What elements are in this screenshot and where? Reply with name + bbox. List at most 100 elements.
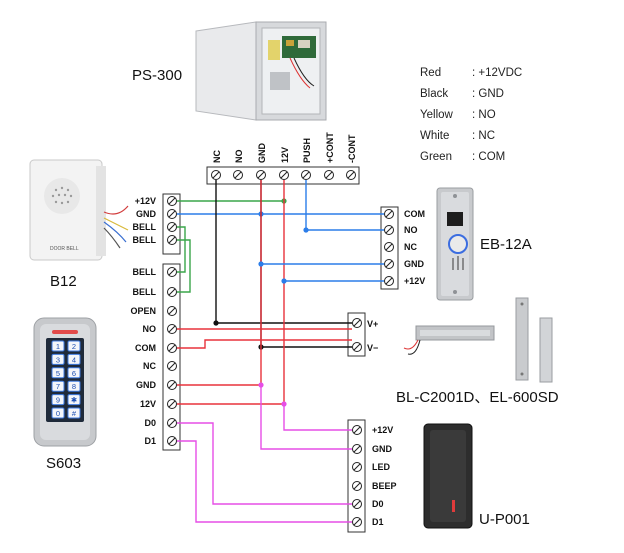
locks-label: BL-C2001D、EL-600SD [396,389,559,406]
wire-junction [303,227,309,233]
keypad-key-label: 5 [56,369,60,378]
psu-terminal-screw [301,170,311,180]
wire-bell-bell-2 [177,239,191,293]
wire-bell-bell-1 [177,226,186,273]
wiring [177,180,384,523]
ps300-label: PS-300 [132,67,182,84]
psu-terminal-label: -CONT [347,134,357,163]
controller-terminal-label: D0 [144,418,156,428]
lock-terminal-block: V+ V− [347,312,378,357]
legend-color-white: White [420,130,449,142]
controller-terminal-label: BELL [133,267,157,277]
keypad-key: # [67,407,81,419]
exit-terminal-screw [384,225,394,235]
bell-terminal-label: BELL [133,235,157,245]
reader-terminal-screw [352,425,362,435]
exit-terminal-screw [384,209,394,219]
wire-ctrl-com [177,339,352,349]
exit-terminal-label: COM [404,209,425,219]
psu-terminal-screw [279,170,289,180]
reader-terminal-screw [352,499,362,509]
ps300-power-supply-image [195,21,327,121]
controller-terminal-screw [167,324,177,334]
reader-terminal-label: +12V [372,425,393,435]
wire-reader-12v [283,404,352,431]
legend-color-red: Red [420,67,441,79]
controller-terminal-label: NC [143,361,156,371]
eb12a-label: EB-12A [480,236,532,253]
up001-label: U-P001 [479,511,530,528]
bell-terminal-label: GND [136,209,157,219]
keypad-key-label: 9 [56,396,60,405]
keypad-key: 9 [51,394,65,406]
psu-terminal-screw [256,170,266,180]
lock-terminal-label: V+ [367,319,378,329]
keypad-key-label: # [72,409,77,418]
keypad-key-label: 3 [56,355,60,364]
keypad-key-label: 1 [56,342,60,351]
lock-terminal-screw [352,342,362,352]
keypad-key-label: ✱ [71,396,78,405]
bell-terminal-screw [167,209,177,219]
exit-terminal-screw [384,276,394,286]
psu-terminal-label: +CONT [325,132,335,163]
controller-terminal-screw [167,267,177,277]
reader-terminal-label: BEEP [372,481,397,491]
exit-terminal-label: +12V [404,276,425,286]
wire-reader-d0 [177,422,352,505]
reader-terminal-screw [352,462,362,472]
controller-terminal-screw [167,436,177,446]
wire-reader-gnd [260,385,352,450]
reader-terminal-label: D1 [372,517,384,527]
keypad-key: 1 [51,340,65,352]
legend-color-black: Black [420,88,448,100]
keypad-key: 2 [67,340,81,352]
psu-terminal-label: NC [212,150,222,163]
wire-exit-no [305,180,384,231]
keypad-key-label: 8 [72,382,76,391]
s603-label: S603 [46,455,81,472]
lock-terminal-label: V− [367,343,378,353]
wire-reader-d1 [177,440,352,523]
legend-meaning-yellow: : NO [472,109,496,121]
b12-brand-text: DOOR BELL [50,246,79,252]
keypad-key: 0 [51,407,65,419]
bell-terminal-label: BELL [133,222,157,232]
reader-terminal-label: LED [372,462,391,472]
keypad-key: ✱ [67,394,81,406]
bell-terminal-screw [167,196,177,206]
wire-junction [281,278,287,284]
psu-terminal-screw [211,170,221,180]
keypad-key-label: 2 [72,342,76,351]
keypad-key-label: 6 [72,369,76,378]
legend-color-green: Green [420,151,452,163]
keypad-key-label: 4 [72,355,76,364]
keypad-key: 6 [67,367,81,379]
controller-terminal-label: NO [143,324,157,334]
controller-terminal-screw [167,418,177,428]
controller-terminal-screw [167,343,177,353]
reader-terminal-screw [352,517,362,527]
keypad-key: 3 [51,353,65,365]
bell-terminal-label: +12V [135,196,156,206]
legend-meaning-black: : GND [472,88,504,100]
keypad-key: 8 [67,380,81,392]
psu-terminal-label: GND [257,143,267,164]
controller-terminal-label: D1 [144,436,156,446]
legend-meaning-green: : COM [472,151,505,163]
controller-terminal-screw [167,361,177,371]
keypad-key: 4 [67,353,81,365]
reader-terminal-screw [352,481,362,491]
psu-terminal-label: PUSH [302,138,312,163]
legend-meaning-red: : +12VDC [472,67,522,79]
exit-terminal-label: NO [404,225,418,235]
controller-terminal-screw [167,399,177,409]
legend-meaning-white: : NC [472,130,495,142]
wire-color-legend: Red : +12VDC Black : GND Yellow : NO Whi… [420,67,522,163]
controller-terminal-label: 12V [140,399,156,409]
